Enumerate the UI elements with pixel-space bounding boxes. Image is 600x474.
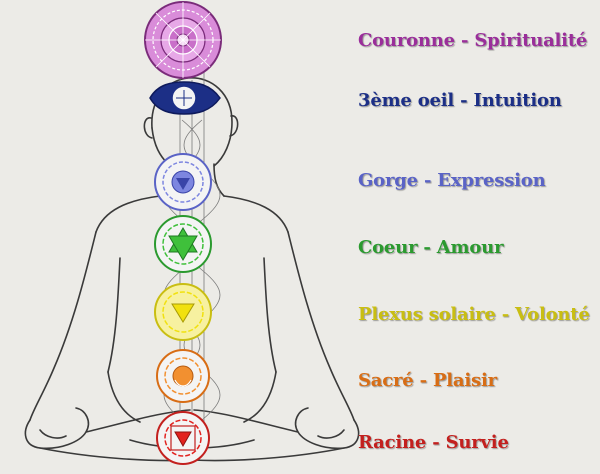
- label-third-eye: 3ème oeil - Intuition: [358, 90, 562, 111]
- label-throat: Gorge - Expression: [358, 170, 546, 191]
- root-chakra-symbol: [156, 411, 210, 465]
- label-solar-plexus: Plexus solaire - Volonté: [358, 304, 590, 325]
- label-sacral: Sacré - Plaisir: [358, 370, 497, 391]
- sacral-chakra-symbol: [156, 349, 210, 403]
- throat-chakra-symbol: [154, 153, 212, 211]
- heart-chakra-symbol: [154, 215, 212, 273]
- label-root: Racine - Survie: [358, 432, 509, 453]
- crown-chakra-symbol: [144, 1, 222, 79]
- label-heart: Coeur - Amour: [358, 237, 504, 258]
- third-eye-chakra-symbol: [149, 81, 221, 115]
- label-crown: Couronne - Spiritualité: [358, 30, 588, 51]
- solar-plexus-chakra-symbol: [154, 283, 212, 341]
